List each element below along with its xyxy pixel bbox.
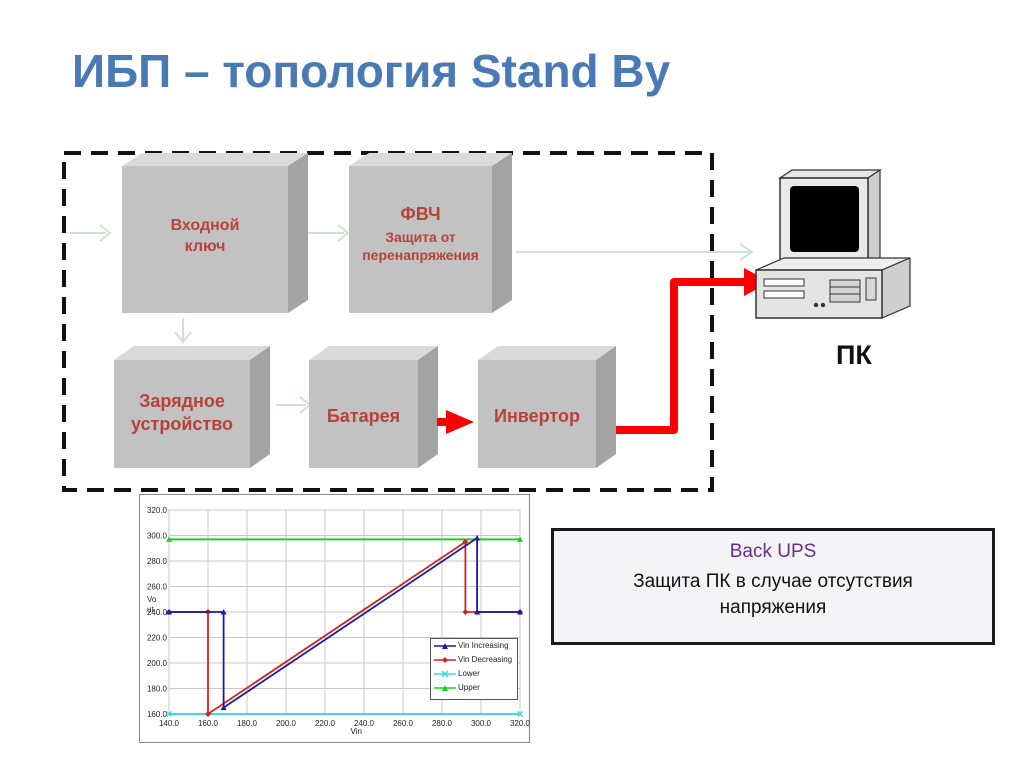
label-input-switch: Входной ключ [170, 217, 240, 255]
chart-legend: Vin Increasing Vin Decreasing Lower Uppe… [430, 638, 518, 700]
series-point-0 [166, 609, 172, 615]
x-tick-label: 300.0 [471, 719, 492, 728]
legend-item-upper: Upper [431, 681, 517, 695]
info-box: Back UPS Защита ПК в случае отсутствия н… [551, 528, 995, 645]
y-tick-label: 240.0 [147, 608, 168, 617]
y-tick-label: 300.0 [147, 532, 168, 541]
legend-label-upper: Upper [458, 683, 480, 692]
block-input-switch [122, 153, 308, 313]
series-line-0 [169, 536, 520, 710]
y-tick-label: 160.0 [147, 710, 168, 719]
label-filter-title: ФВЧ [400, 204, 441, 224]
x-tick-label: 220.0 [315, 719, 336, 728]
pc-label: ПК [836, 340, 872, 370]
legend-item-decreasing: Vin Decreasing [431, 653, 517, 667]
legend-label-decreasing: Vin Decreasing [458, 655, 513, 664]
y-tick-label: 220.0 [147, 634, 168, 643]
series-point-3 [517, 536, 523, 542]
battery-inverter-arrow [437, 410, 474, 434]
legend-item-lower: Lower [431, 667, 517, 681]
series-point-1 [462, 609, 469, 615]
series-point-2 [165, 710, 173, 718]
x-tick-label: 200.0 [276, 719, 297, 728]
series-point-1 [205, 711, 211, 717]
info-text: Защита ПК в случае отсутствия напряжения [633, 571, 913, 618]
y-axis-label: ut [147, 605, 154, 614]
legend-label-lower: Lower [458, 669, 480, 678]
vout-vin-chart: 160.0 180.0 200.0 220.0 240.0 260.0 280.0 300.0… [139, 494, 531, 743]
chart-container: 160.0 180.0 200.0 220.0 240.0 260.0 280.0 300.0… [139, 494, 531, 743]
label-charger: Зарядное устройство [130, 391, 234, 435]
x-tick-label: 160.0 [198, 719, 219, 728]
block-inverter [478, 346, 616, 468]
legend-label-increasing: Vin Increasing [458, 641, 509, 650]
series-point-1 [462, 538, 469, 545]
x-tick-label: 180.0 [237, 719, 258, 728]
series-point-3 [166, 536, 172, 542]
y-axis-label: Vo [147, 595, 157, 604]
series-point-0 [517, 609, 523, 615]
x-tick-label: 140.0 [159, 719, 180, 728]
series-point-0 [474, 535, 481, 541]
series-point-0 [220, 704, 227, 711]
y-tick-label: 320.0 [147, 506, 168, 515]
y-tick-label: 180.0 [147, 685, 168, 694]
block-battery [309, 346, 438, 468]
x-tick-label: 240.0 [354, 719, 375, 728]
x-tick-label: 280.0 [432, 719, 453, 728]
pc-icon [755, 168, 911, 319]
x-axis-label: Vin [351, 727, 362, 736]
y-tick-label: 280.0 [147, 557, 168, 566]
x-tick-label: 260.0 [393, 719, 414, 728]
y-tick-label: 260.0 [147, 583, 168, 592]
series-point-2 [516, 710, 524, 718]
label-battery: Батарея [326, 406, 401, 426]
info-title: Back UPS [729, 541, 817, 562]
legend-item-increasing: Vin Increasing [431, 639, 517, 653]
y-tick-label: 200.0 [147, 659, 168, 668]
series-point-0 [474, 609, 481, 615]
label-inverter: Инвертор [494, 406, 580, 426]
x-tick-label: 320.0 [510, 719, 530, 728]
block-charger [114, 346, 270, 468]
slide-title: ИБП – топология Stand By [72, 45, 671, 97]
power-path [616, 268, 770, 434]
label-filter-sub: Защита от перенапряжения [362, 229, 479, 264]
block-filter [349, 153, 512, 313]
series-point-0 [220, 609, 227, 615]
